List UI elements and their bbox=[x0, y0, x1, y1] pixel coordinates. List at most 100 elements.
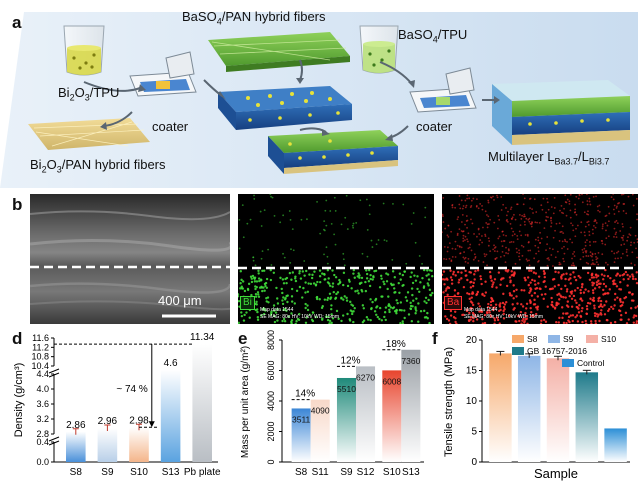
map-dot bbox=[613, 227, 616, 230]
map-dot bbox=[592, 291, 595, 295]
map-dot bbox=[487, 302, 490, 306]
map-dot bbox=[546, 236, 549, 238]
y-tick-label: 11.6 bbox=[32, 333, 49, 343]
map-dot bbox=[615, 219, 618, 222]
map-dot bbox=[572, 271, 575, 274]
map-dot bbox=[512, 290, 516, 293]
chart-density: 0.00.42.83.23.64.04.410.410.811.211.6Den… bbox=[13, 332, 221, 478]
map-dot bbox=[465, 309, 469, 313]
map-dot bbox=[295, 320, 298, 323]
map-dot bbox=[585, 251, 587, 254]
map-dot bbox=[478, 233, 481, 235]
y-tick-label: 2.8 bbox=[36, 429, 49, 439]
map-dot bbox=[597, 313, 600, 316]
map-dot bbox=[486, 264, 488, 267]
map-dot bbox=[508, 241, 511, 244]
map-dot bbox=[331, 285, 334, 288]
map-dot bbox=[526, 235, 529, 237]
map-dot bbox=[499, 255, 502, 258]
map-dot bbox=[523, 276, 526, 280]
map-dot bbox=[385, 240, 388, 242]
map-dot bbox=[470, 292, 474, 296]
map-dot bbox=[464, 235, 467, 238]
map-dot bbox=[589, 244, 591, 247]
map-dot bbox=[323, 220, 326, 223]
legend-swatch bbox=[512, 347, 524, 355]
map-dot bbox=[462, 234, 465, 237]
map-dot bbox=[461, 313, 464, 317]
map-dot bbox=[401, 320, 404, 323]
map-dot bbox=[476, 235, 478, 238]
map-dot bbox=[414, 312, 417, 315]
map-dot bbox=[311, 311, 315, 314]
eds-map-ba-element-label: Ba bbox=[444, 296, 463, 310]
map-dot bbox=[264, 309, 267, 312]
map-dot bbox=[546, 305, 549, 308]
map-dot bbox=[330, 307, 333, 311]
map-dot bbox=[580, 309, 583, 313]
map-dot bbox=[475, 318, 479, 321]
map-dot bbox=[624, 311, 628, 315]
bar-s10 bbox=[382, 370, 402, 462]
map-dot bbox=[536, 308, 539, 311]
map-dot bbox=[240, 278, 243, 282]
map-dot bbox=[613, 213, 616, 215]
map-dot bbox=[570, 290, 574, 293]
map-dot bbox=[521, 254, 524, 257]
map-dot bbox=[370, 307, 373, 311]
map-dot bbox=[343, 295, 346, 298]
map-dot bbox=[269, 268, 272, 272]
map-dot bbox=[468, 311, 471, 315]
map-dot bbox=[493, 250, 496, 252]
map-dot bbox=[513, 213, 515, 216]
map-dot bbox=[529, 289, 532, 293]
map-dot bbox=[510, 206, 513, 209]
map-dot bbox=[424, 216, 427, 219]
map-dot bbox=[544, 285, 547, 288]
map-dot bbox=[605, 237, 608, 240]
map-dot bbox=[470, 204, 473, 207]
eds-map-ba-meta2: SE MAG: 80x HV: 10kV WD: 15mm bbox=[464, 314, 544, 320]
map-dot bbox=[409, 275, 412, 279]
map-dot bbox=[260, 257, 263, 260]
map-dot bbox=[237, 321, 240, 325]
map-dot bbox=[591, 289, 595, 292]
map-dot bbox=[593, 225, 595, 227]
map-dot bbox=[612, 282, 616, 285]
map-dot bbox=[248, 316, 251, 319]
map-dot bbox=[306, 304, 309, 307]
map-dot bbox=[613, 235, 615, 238]
map-dot bbox=[558, 240, 561, 242]
map-dot bbox=[481, 241, 483, 244]
map-dot bbox=[547, 216, 549, 219]
map-dot bbox=[585, 261, 588, 264]
map-dot bbox=[617, 210, 620, 213]
map-dot bbox=[493, 317, 496, 320]
map-dot bbox=[472, 319, 475, 323]
map-dot bbox=[282, 296, 285, 299]
map-dot bbox=[326, 255, 329, 258]
map-dot bbox=[528, 264, 531, 267]
map-dot bbox=[614, 292, 617, 296]
map-dot bbox=[600, 273, 604, 276]
map-dot bbox=[501, 230, 504, 233]
map-dot bbox=[468, 197, 471, 200]
map-dot bbox=[328, 322, 331, 325]
map-dot bbox=[514, 320, 517, 323]
map-dot bbox=[626, 254, 629, 257]
map-dot bbox=[518, 214, 521, 216]
map-dot bbox=[342, 298, 345, 301]
map-dot bbox=[536, 295, 540, 298]
map-dot bbox=[627, 318, 630, 321]
bar-gb-16757-2016 bbox=[575, 372, 599, 462]
map-dot bbox=[570, 305, 574, 308]
map-dot bbox=[522, 245, 525, 248]
map-dot bbox=[512, 284, 515, 287]
map-dot bbox=[405, 299, 409, 302]
map-dot bbox=[294, 279, 298, 283]
eds-map-bi-meta2: SE MAG: 80x HV: 10kV WD: 15mm bbox=[260, 314, 340, 320]
map-dot bbox=[327, 315, 330, 318]
map-dot bbox=[474, 255, 477, 258]
map-dot bbox=[326, 318, 330, 322]
map-dot bbox=[367, 268, 371, 272]
